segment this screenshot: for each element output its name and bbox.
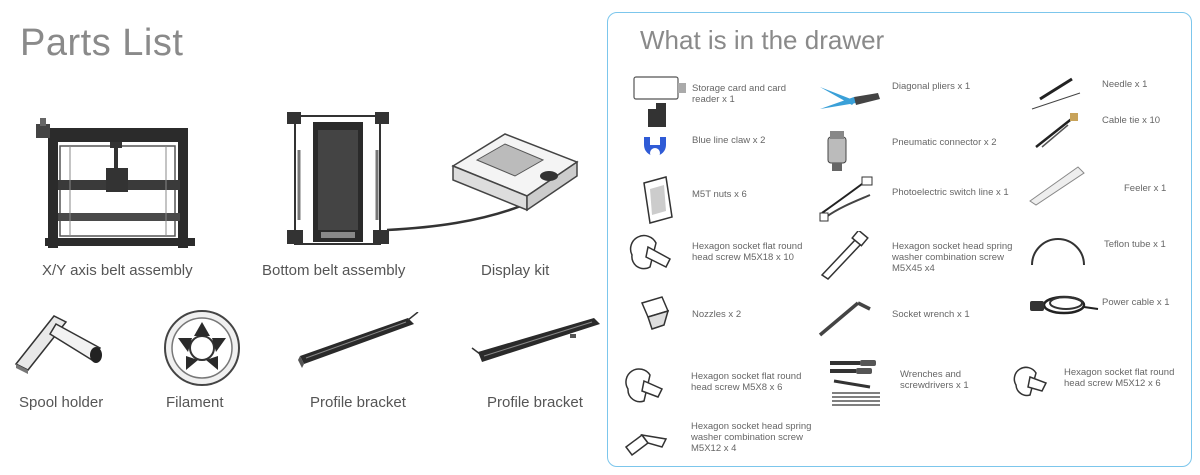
storage-card-icon — [633, 76, 686, 127]
drawer-item-label: Blue line claw x 2 — [692, 135, 766, 146]
drawer-item-label: Diagonal pliers x 1 — [892, 81, 971, 92]
drawer-item-label: Cable tie x 10 — [1102, 115, 1161, 126]
xy-axis-belt-assembly — [30, 118, 195, 253]
drawer-item-needle: Needle x 1 — [1028, 75, 1188, 115]
wrench-set-icon — [830, 360, 880, 406]
bottom-belt-assembly — [285, 110, 390, 250]
drawer-item-power-cable: Power cable x 1 — [1028, 287, 1188, 327]
drawer-item-feeler: Feeler x 1 — [1028, 163, 1188, 207]
drawer-panel: What is in the drawer Storage card and c… — [607, 12, 1192, 467]
drawer-item-label: Hexagon socket head spring washer combin… — [691, 421, 812, 454]
drawer-item-cable-tie: Cable tie x 10 — [1028, 111, 1188, 151]
drawer-item-label: Hexagon socket flat round head screw M5X… — [1064, 367, 1175, 389]
drawer-item-label: Pneumatic connector x 2 — [892, 137, 997, 148]
drawer-item-diagonal-pliers: Diagonal pliers x 1 — [816, 75, 1036, 125]
page-title: Parts List — [20, 22, 184, 64]
combination-screw-icon — [820, 231, 869, 280]
bottom-belt-assembly-illustration — [287, 112, 389, 245]
cable-tie-icon — [1035, 113, 1078, 148]
filament-spool-illustration — [164, 310, 240, 386]
display-kit-illustration — [386, 133, 579, 232]
drawer-title: What is in the drawer — [640, 25, 885, 55]
drawer-item-photoelectric-switch: Photoelectric switch line x 1 — [816, 173, 1036, 223]
diagonal-pliers-icon — [820, 87, 880, 109]
needle-icon — [1031, 77, 1081, 110]
drawer-item-label: Photoelectric switch line x 1 — [892, 187, 1009, 198]
nozzle-icon — [640, 296, 670, 330]
part-label-spool-holder: Spool holder — [19, 394, 104, 411]
teflon-tube-icon — [1031, 238, 1085, 266]
drawer-item-pneumatic-connector: Pneumatic connector x 2 — [816, 129, 1036, 173]
display-kit — [385, 128, 580, 238]
m5t-nut-icon — [643, 176, 673, 224]
drawer-item-label: Nozzles x 2 — [692, 309, 742, 320]
profile-bracket-2 — [470, 312, 602, 370]
flat-round-screw-icon — [1013, 366, 1048, 397]
drawer-item-label: Wrenches and screwdrivers x 1 — [900, 369, 969, 391]
profile-bracket-2-illustration — [471, 318, 600, 362]
drawer-item-label: Socket wrench x 1 — [892, 309, 970, 320]
profile-bracket-1 — [296, 312, 421, 370]
drawer-item-label: Teflon tube x 1 — [1104, 239, 1166, 250]
socket-wrench-icon — [818, 301, 871, 337]
flat-round-screw-icon — [625, 368, 664, 403]
drawer-item-wrenches-screwdrivers: Wrenches and screwdrivers x 1 — [826, 357, 1046, 409]
part-label-display-kit: Display kit — [481, 262, 550, 279]
blue-line-claw-icon — [644, 137, 666, 158]
drawer-item-m5t-nuts: M5T nuts x 6 — [636, 173, 836, 227]
drawer-item-label: Feeler x 1 — [1124, 183, 1167, 194]
drawer-item-screw-m5x12-combo: Hexagon socket head spring washer combin… — [622, 417, 862, 465]
part-label-filament: Filament — [166, 394, 224, 411]
drawer-item-blue-line-claw: Blue line claw x 2 — [636, 131, 836, 167]
feeler-icon — [1029, 166, 1085, 206]
spool-holder — [10, 312, 105, 377]
drawer-item-label: Needle x 1 — [1102, 79, 1148, 90]
filament-spool — [162, 308, 242, 388]
drawer-item-label: Power cable x 1 — [1102, 297, 1170, 308]
drawer-item-screw-m5x18: Hexagon socket flat round head screw M5X… — [628, 231, 828, 281]
power-cable-icon — [1030, 295, 1099, 315]
combination-screw-icon — [624, 433, 668, 457]
drawer-item-socket-wrench: Socket wrench x 1 — [816, 293, 1036, 339]
spool-holder-illustration — [14, 315, 102, 374]
part-label-bottom-belt: Bottom belt assembly — [262, 262, 406, 279]
drawer-item-screw-m5x45: Hexagon socket head spring washer combin… — [816, 231, 1036, 281]
profile-bracket-1-illustration — [298, 312, 419, 368]
drawer-item-label: Hexagon socket flat round head screw M5X… — [692, 241, 803, 263]
xy-axis-belt-assembly-illustration — [36, 118, 195, 248]
drawer-item-label: Hexagon socket head spring washer combin… — [892, 241, 1013, 274]
drawer-item-teflon-tube: Teflon tube x 1 — [1028, 225, 1188, 269]
part-label-profile-bracket-2: Profile bracket — [487, 394, 583, 411]
drawer-item-storage-card: Storage card and card reader x 1 — [632, 75, 852, 131]
flat-round-screw-icon — [629, 234, 671, 270]
drawer-item-label: Storage card and card reader x 1 — [692, 83, 787, 105]
drawer-item-label: Hexagon socket flat round head screw M5X… — [691, 371, 802, 393]
photoelectric-switch-line-icon — [819, 176, 873, 222]
pneumatic-connector-icon — [827, 131, 847, 171]
drawer-item-screw-m5x8: Hexagon socket flat round head screw M5X… — [622, 365, 822, 413]
part-label-profile-bracket-1: Profile bracket — [310, 394, 406, 411]
drawer-item-nozzles: Nozzles x 2 — [634, 295, 834, 335]
drawer-item-label: M5T nuts x 6 — [692, 189, 747, 200]
part-label-xy-axis: X/Y axis belt assembly — [42, 262, 193, 279]
drawer-item-screw-m5x12: Hexagon socket flat round head screw M5X… — [1010, 363, 1190, 407]
